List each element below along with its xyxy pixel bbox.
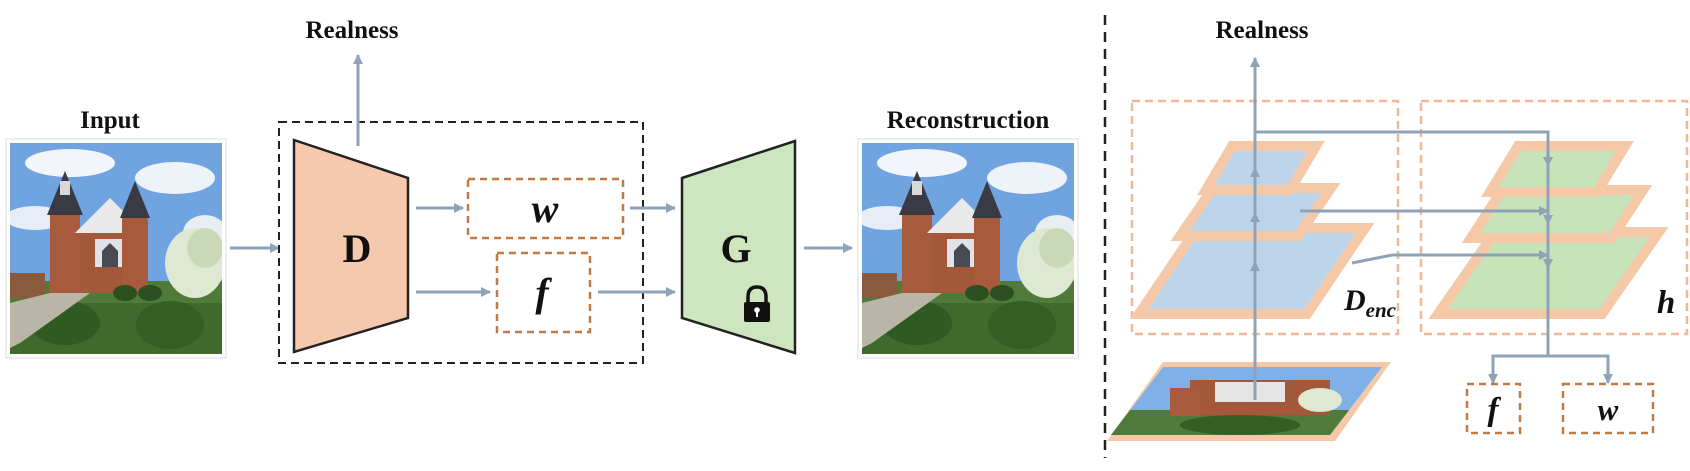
w-output-label: w (1598, 392, 1619, 427)
f-output-box (1465, 382, 1522, 435)
h-layer-middle (1461, 185, 1653, 243)
h-layer-top (1481, 141, 1634, 197)
arrow-h-to-f (1488, 354, 1548, 384)
reconstruction-label: Reconstruction (887, 107, 1050, 134)
w-label: w (532, 186, 559, 231)
arrow-h-to-w (1548, 354, 1613, 384)
realness-label-right: Realness (1215, 17, 1308, 44)
discriminator-label: D (343, 226, 372, 271)
w-latent-box (466, 177, 625, 240)
realness-label-left: Realness (305, 17, 398, 44)
h-label: h (1657, 285, 1675, 321)
f-label: f (535, 270, 552, 315)
arrow-denc-top-to-h (1255, 130, 1553, 167)
denc-dashed-box (1130, 99, 1400, 336)
f-output-label: f (1488, 392, 1502, 428)
denc-label: Denc (1343, 284, 1397, 322)
input-image-parallelogram (1107, 362, 1391, 441)
input-image (5, 138, 227, 359)
arrow-denc-bottom-to-h (1351, 250, 1549, 265)
w-output-box (1561, 382, 1655, 435)
encoder-dashed-box (278, 121, 644, 364)
reconstruction-image (857, 138, 1079, 359)
input-label: Input (80, 107, 140, 134)
svg-text:Denc: Denc (1343, 284, 1397, 322)
generator-label: G (720, 226, 751, 271)
lock-icon (744, 285, 770, 322)
f-feature-box (495, 251, 592, 334)
denc-layer-top (1197, 141, 1325, 195)
h-dashed-box (1419, 99, 1689, 336)
discriminator-block (292, 138, 410, 354)
